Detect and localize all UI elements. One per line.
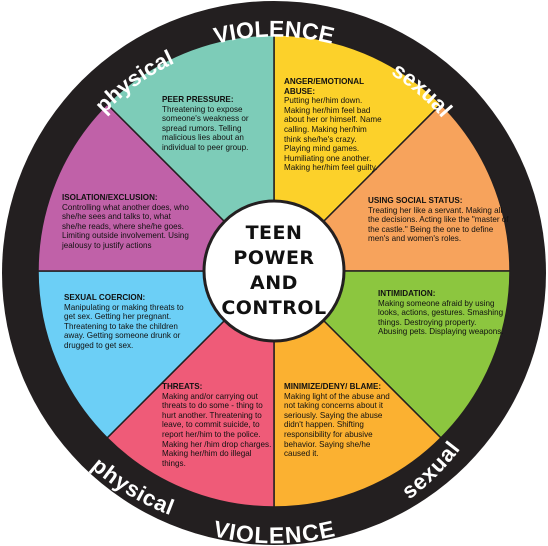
segment-title: MINIMIZE/DENY/ BLAME: — [284, 382, 382, 391]
center-title-line: CONTROL — [221, 297, 327, 319]
wedge-anger-emotional-abuse — [272, 103, 511, 272]
wedge-isolation-exclusion — [106, 34, 275, 273]
center-circle — [202, 199, 346, 343]
segment-minimize-deny-blame: MINIMIZE/DENY/ BLAME: Making light of th… — [284, 382, 394, 459]
segment-title: INTIMIDATION: — [378, 289, 436, 298]
center-title-line: AND — [250, 272, 298, 294]
segment-body: Making and/or carrying out threats to do… — [162, 391, 272, 468]
segment-threats: THREATS: Making and/or carrying out thre… — [162, 382, 274, 468]
segment-title: SEXUAL COERCION: — [64, 293, 146, 302]
segment-title: ANGER/EMOTIONAL ABUSE: — [284, 77, 364, 96]
segment-body: Threatening to expose someone's weakness… — [162, 104, 249, 152]
segment-title: USING SOCIAL STATUS: — [368, 196, 463, 205]
wedge-peer-pressure — [273, 34, 442, 273]
segment-body: Making someone afraid by using looks, ac… — [378, 298, 504, 337]
segment-body: Putting her/him down. Making her/him fee… — [284, 96, 382, 173]
segment-using-social-status: USING SOCIAL STATUS: Treating her like a… — [368, 196, 510, 244]
wedge-minimize-deny-blame — [106, 269, 275, 508]
wedge-sexual-coercion — [37, 103, 276, 272]
segment-isolation-exclusion: ISOLATION/EXCLUSION: Controlling what an… — [62, 193, 196, 251]
segment-intimidation: INTIMIDATION: Making someone afraid by u… — [378, 289, 506, 337]
center-title: TEEN POWER AND CONTROL — [210, 221, 338, 321]
segment-body: Treating her like a servant. Making all … — [368, 205, 509, 244]
segment-title: PEER PRESSURE: — [162, 95, 234, 104]
wedge-intimidation — [273, 269, 442, 508]
segment-title: THREATS: — [162, 382, 203, 391]
segment-peer-pressure: PEER PRESSURE: Threatening to expose som… — [162, 95, 270, 153]
wedge-threats — [37, 270, 276, 439]
segment-body: Making light of the abuse and not taking… — [284, 391, 390, 459]
segment-title: ISOLATION/EXCLUSION: — [62, 193, 158, 202]
segment-sexual-coercion: SEXUAL COERCION: Manipulating or making … — [64, 293, 192, 351]
center-title-line: POWER — [233, 247, 315, 269]
center-title-line: TEEN — [245, 222, 303, 244]
segments — [37, 34, 511, 508]
wedge-using-social-status — [272, 270, 511, 439]
segment-body: Controlling what another does, who she/h… — [62, 202, 189, 250]
segment-anger-emotional-abuse: ANGER/EMOTIONAL ABUSE: Putting her/him d… — [284, 77, 382, 173]
segment-body: Manipulating or making threats to get se… — [64, 302, 184, 350]
